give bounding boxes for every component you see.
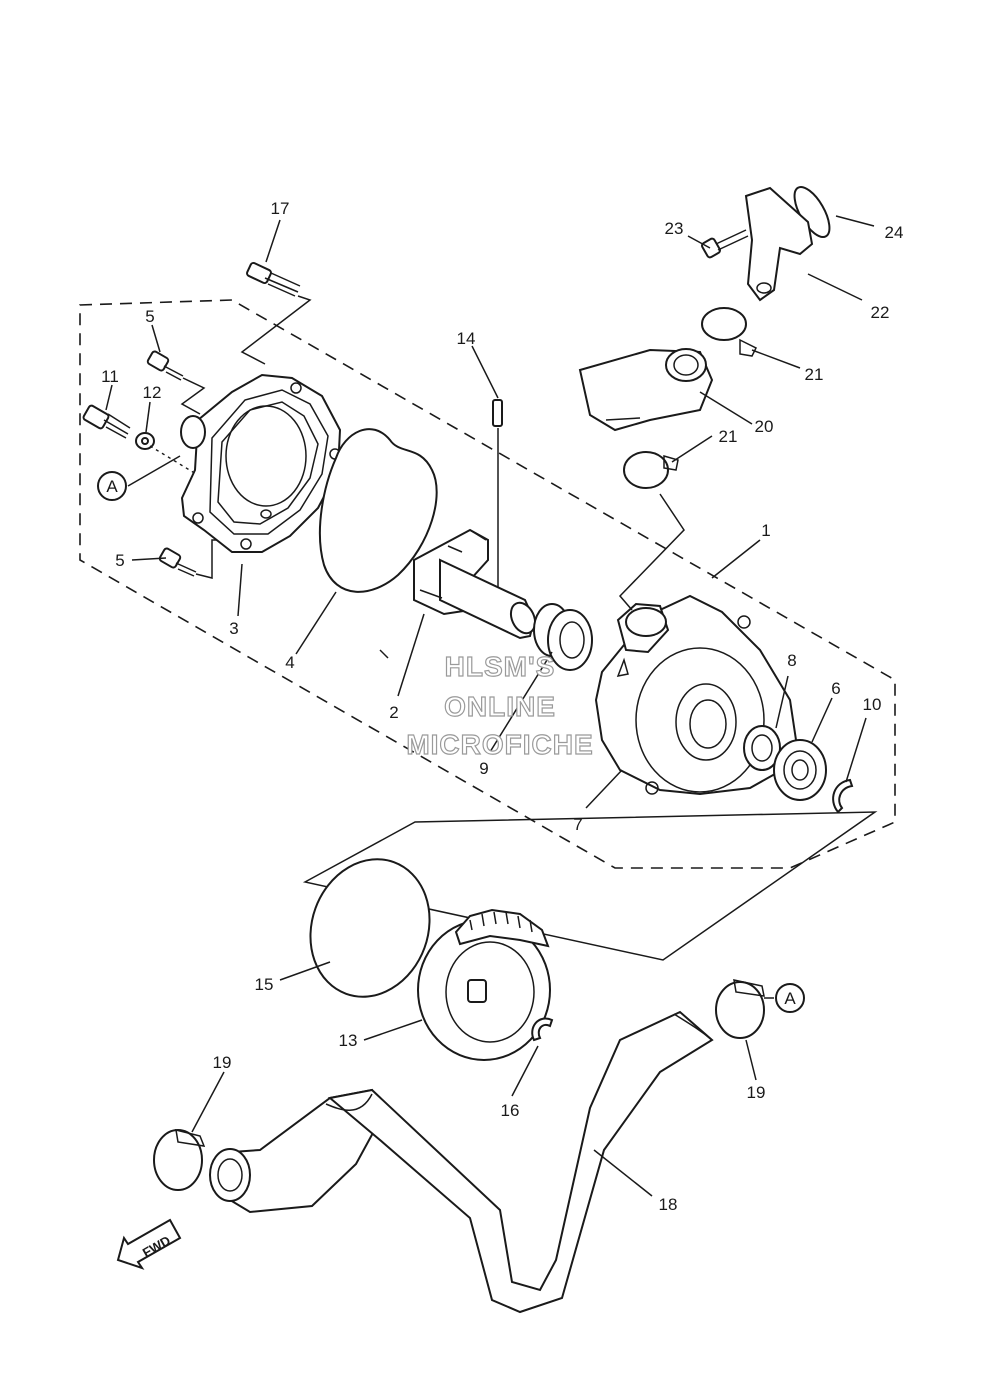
leader-21-housing <box>618 493 685 611</box>
fwd-arrow-icon <box>116 1218 182 1270</box>
impeller-shaft-2 <box>413 528 537 640</box>
pump-cover-3 <box>180 373 342 553</box>
callout-12: 12 <box>143 383 162 402</box>
hose-18 <box>209 1010 714 1314</box>
assembly-boundary <box>79 299 896 869</box>
bolt-23 <box>701 229 749 259</box>
watermark-line-1: HLSM'S <box>445 651 556 682</box>
marker-a-right-label: A <box>784 989 796 1008</box>
callout-24: 24 <box>885 223 904 242</box>
callout-7: 7 <box>573 815 582 834</box>
watermark-line-3: MICROFICHE <box>406 729 593 760</box>
hose-20 <box>578 348 714 432</box>
callout-17: 17 <box>271 199 290 218</box>
watermark-line-2: ONLINE <box>444 691 556 722</box>
seal-8 <box>743 725 781 771</box>
callout-16: 16 <box>501 1101 520 1120</box>
reference-marker-a-right: A <box>775 983 805 1013</box>
callout-15: 15 <box>255 975 274 994</box>
callout-3: 3 <box>229 619 238 638</box>
callout-19-left: 19 <box>213 1053 232 1072</box>
callout-20: 20 <box>755 417 774 436</box>
gear-cover-13 <box>417 908 551 1061</box>
circlip-16 <box>531 1017 554 1042</box>
callout-21-upper: 21 <box>805 365 824 384</box>
bearing-6 <box>773 739 827 801</box>
bolt-11 <box>82 404 131 439</box>
callout-22: 22 <box>871 303 890 322</box>
callout-23: 23 <box>665 219 684 238</box>
callout-19-right: 19 <box>747 1083 766 1102</box>
callout-leaders <box>105 215 875 1197</box>
leader-5-lower <box>195 539 222 579</box>
callout-18: 18 <box>659 1195 678 1214</box>
watermark: HLSM'S ONLINE MICROFICHE <box>406 650 594 760</box>
pin-14 <box>492 399 503 427</box>
callout-9: 9 <box>479 759 488 778</box>
gasket-4 <box>318 428 438 593</box>
leader-5-upper <box>180 377 206 415</box>
callout-4: 4 <box>285 653 294 672</box>
reference-marker-a-left: A <box>97 471 127 501</box>
clamp-21-lower <box>623 451 679 489</box>
leader-17-cover <box>240 295 312 365</box>
callout-1: 1 <box>761 521 770 540</box>
washer-12 <box>135 432 155 450</box>
callout-5-lower: 5 <box>115 551 124 570</box>
marker-a-left-label: A <box>106 477 118 496</box>
callout-2: 2 <box>389 703 398 722</box>
clamp-19-left <box>153 1128 206 1191</box>
bolt-17 <box>246 261 301 297</box>
callout-11: 11 <box>101 367 119 386</box>
callout-10: 10 <box>863 695 882 714</box>
seal-9 <box>533 603 593 671</box>
circlip-10 <box>832 778 854 814</box>
bolt-5-lower <box>158 547 197 577</box>
callout-5-upper: 5 <box>145 307 154 326</box>
clamp-21-upper <box>701 307 758 357</box>
clamp-19-right <box>715 979 765 1039</box>
callout-21-lower: 21 <box>719 427 738 446</box>
callout-6: 6 <box>831 679 840 698</box>
callout-13: 13 <box>339 1031 358 1050</box>
elbow-fitting-22 <box>744 186 814 302</box>
callout-8: 8 <box>787 651 796 670</box>
bolt-5-upper <box>146 350 184 381</box>
gasket-15 <box>309 858 431 998</box>
callout-14: 14 <box>457 329 476 348</box>
